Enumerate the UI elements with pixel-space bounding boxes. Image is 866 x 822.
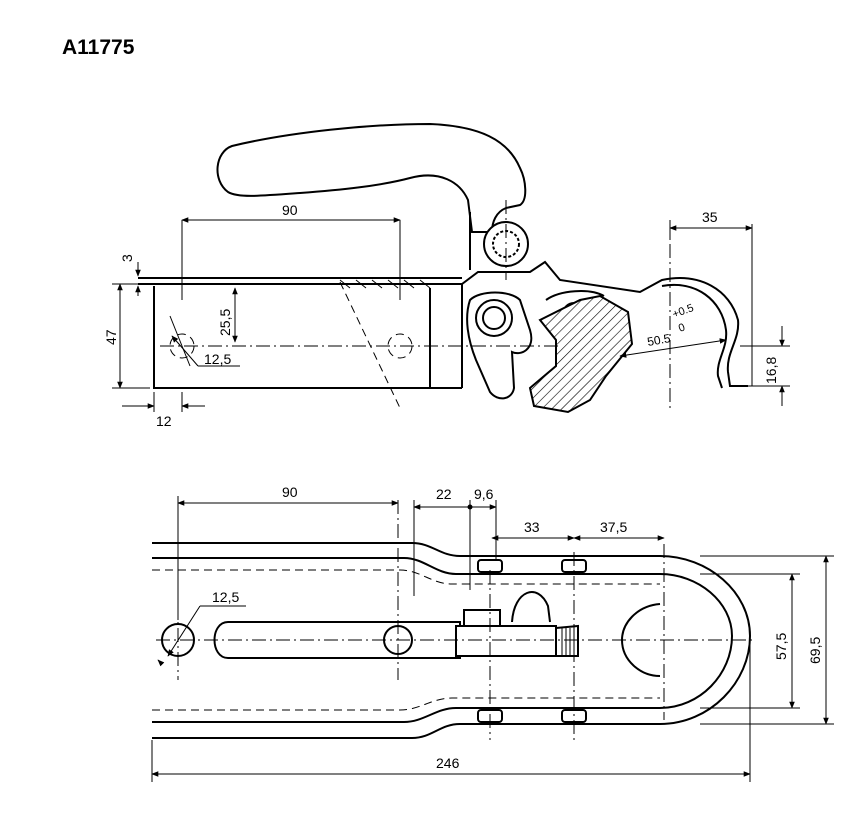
body-outline — [152, 542, 752, 739]
side-dim-90: 90 — [282, 202, 298, 218]
top-dim-69-5: 69,5 — [807, 637, 823, 664]
drawing-title: A11775 — [62, 36, 135, 59]
top-dim-246: 246 — [436, 755, 460, 771]
top-dim-9-6: 9,6 — [474, 486, 494, 502]
top-dim-22: 22 — [436, 486, 452, 502]
side-dim-50-5: 50.5 — [646, 331, 672, 349]
adjustment-slot — [213, 621, 461, 659]
top-dim-33: 33 — [524, 519, 540, 535]
top-dim-90: 90 — [282, 484, 298, 500]
top-view — [152, 500, 752, 740]
side-dim-tol-zero: 0 — [677, 321, 687, 334]
top-dim-12-5: 12,5 — [212, 589, 239, 605]
bolt-circle — [475, 299, 513, 337]
side-dim-tol-plus: +0.5 — [671, 302, 696, 321]
side-dim-12: 12 — [156, 413, 172, 429]
side-dim-3: 3 — [119, 254, 135, 262]
side-dim-47: 47 — [103, 329, 119, 345]
side-view — [138, 122, 748, 414]
coupling-body — [138, 260, 748, 387]
side-dim-12-5: 12,5 — [204, 351, 231, 367]
top-dim-57-5: 57,5 — [773, 633, 789, 660]
hatched-jaw — [528, 294, 634, 414]
side-dim-35: 35 — [702, 209, 718, 225]
handle-lever — [216, 122, 527, 233]
side-dim-25-5: 25,5 — [217, 309, 233, 336]
side-view-dimensions: 90 3 47 25,5 12,5 12 35 50.5 +0.5 0 — [103, 202, 790, 429]
top-dim-37-5: 37,5 — [600, 519, 627, 535]
side-dim-16-8: 16,8 — [763, 357, 779, 384]
top-view-dimensions: 90 22 9,6 33 37,5 12,5 57,5 69,5 — [151, 484, 834, 782]
